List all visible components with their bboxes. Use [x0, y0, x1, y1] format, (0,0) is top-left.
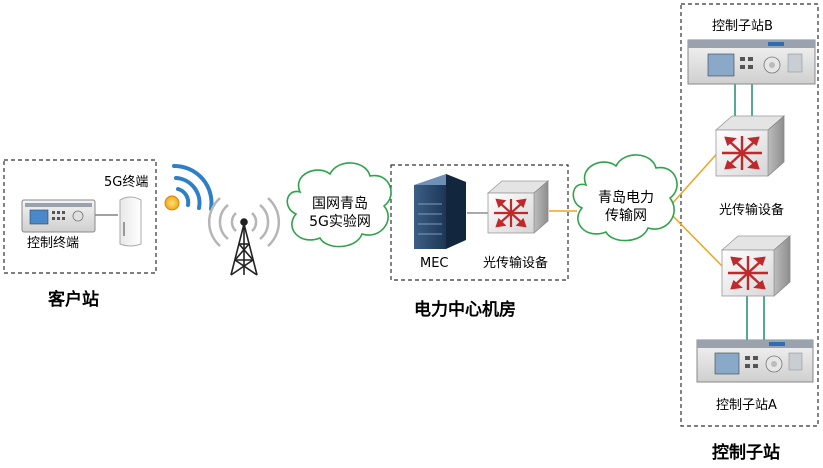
tower-radio-waves — [207, 197, 281, 247]
cell-tower-icon — [230, 218, 258, 276]
g5-terminal-label: 5G终端 — [104, 174, 148, 190]
center-room-box — [390, 164, 569, 281]
center-room-title: 电力中心机房 — [414, 299, 516, 320]
center-optical-label: 光传输设备 — [483, 255, 548, 271]
wifi-signal-icon — [164, 163, 214, 211]
station-b-device — [687, 39, 816, 85]
mec-label: MEC — [420, 256, 449, 271]
qingdao-5g-cloud — [286, 162, 392, 248]
control-substation-box — [680, 3, 819, 427]
control-terminal-label: 控制终端 — [27, 235, 79, 251]
substation-optical-label: 光传输设备 — [719, 202, 784, 218]
station-b-optical-transport-icon — [714, 115, 786, 177]
link-power-cloud-to-optical-a — [669, 212, 723, 267]
g5-terminal-device — [119, 196, 142, 247]
station-a-device — [696, 339, 814, 383]
qingdao-power-cloud-line2: 传输网 — [605, 208, 647, 224]
center-optical-transport-icon — [486, 180, 550, 234]
station-a-label: 控制子站A — [716, 398, 777, 413]
station-a-optical-transport-icon — [720, 235, 792, 297]
control-substation-title: 控制子站 — [712, 442, 780, 463]
control-terminal-device — [21, 199, 96, 233]
qingdao-power-cloud-line1: 青岛电力 — [598, 190, 654, 206]
customer-site-title: 客户站 — [47, 289, 99, 310]
station-b-label: 控制子站B — [712, 19, 773, 34]
qingdao-5g-cloud-line2: 5G实验网 — [309, 214, 371, 230]
link-power-cloud-to-optical-b — [669, 147, 723, 207]
mec-server-icon — [414, 174, 466, 249]
qingdao-power-cloud — [572, 154, 678, 242]
qingdao-5g-cloud-line1: 国网青岛 — [312, 196, 368, 212]
